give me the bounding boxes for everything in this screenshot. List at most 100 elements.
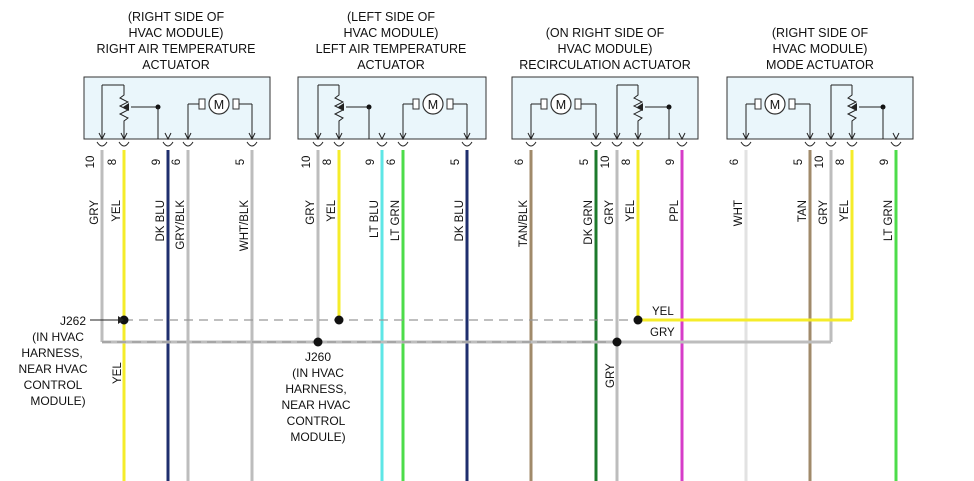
splice-j262-annotation: J262 (IN HVAC HARNESS, NEAR HVAC CONTROL… [18, 314, 124, 408]
a2-potentiometer-wiper-arrow [338, 103, 344, 111]
a3-terminal-arrow-4 [634, 132, 642, 141]
a1-motor: M [198, 93, 240, 115]
actuator-3-title: (ON RIGHT SIDE OF HVAC MODULE) RECIRCULA… [519, 26, 691, 72]
actuator-2-title-line-1: (LEFT SIDE OF [347, 10, 435, 24]
a4-potentiometer [846, 85, 886, 139]
a2-motor-brush-left [412, 98, 420, 110]
wire-label-a1-1: GRY [89, 200, 101, 225]
pin-terminal-a2-4 [397, 141, 409, 147]
a2-potentiometer [333, 85, 372, 139]
a4-terminal-arrow-1 [742, 132, 750, 141]
splice-j260-id: J260 [305, 350, 331, 364]
splice-j260-desc-4: CONTROL [287, 414, 346, 428]
a1-terminal-arrow-5 [248, 132, 256, 141]
pin-terminal-a4-5 [890, 141, 902, 147]
wire-label-a3-1: TAN/BLK [518, 200, 530, 247]
pin-terminal-a4-1 [740, 141, 752, 147]
wire-label-a1-5: WHT/BLK [239, 200, 251, 251]
a3-motor-brush-right [574, 98, 582, 110]
yel-vertical-label-below-j262: YEL [112, 362, 124, 384]
actuator-1-title-line-3: RIGHT AIR TEMPERATURE [96, 42, 255, 56]
splice-j262-id: J262 [60, 314, 86, 328]
actuator-4-title: (RIGHT SIDE OF HVAC MODULE) MODE ACTUATO… [766, 26, 874, 72]
a4-motor-circle [764, 93, 786, 115]
actuator-1-title-line-1: (RIGHT SIDE OF [128, 10, 225, 24]
pin-number-a4-4: 8 [835, 159, 847, 165]
wire-label-a2-3: LT BLU [369, 200, 381, 238]
splice-j262-desc-2: HARNESS, [21, 346, 82, 360]
pin-number-a1-4: 6 [171, 159, 183, 165]
pin-number-a1-1: 10 [85, 156, 97, 169]
pin-terminal-a1-1 [96, 141, 108, 147]
a3-terminal-arrow-2 [592, 132, 600, 141]
a3-terminal-arrow-5 [678, 132, 686, 141]
a3-terminal-arrow-1 [527, 132, 535, 141]
splice-j260-desc-3: NEAR HVAC [281, 398, 350, 412]
a3-potentiometer-resistor [632, 85, 644, 139]
pin-terminal-a3-1 [525, 141, 537, 147]
splice-yel-dot-a2 [334, 315, 344, 325]
pin-terminal-a2-5 [461, 141, 473, 147]
a2-terminal-arrow-2 [335, 132, 343, 141]
a1-terminal-arrow-3 [164, 132, 172, 141]
pin-terminal-a1-4 [182, 141, 194, 147]
pin-number-a4-5: 9 [879, 159, 891, 165]
a4-terminal-arrow-5 [892, 132, 900, 141]
wire-label-a3-4: YEL [625, 199, 637, 221]
wire-label-a3-3: GRY [604, 200, 616, 225]
wire-label-a4-5: LT GRN [883, 200, 895, 241]
wire-label-a4-3: GRY [818, 200, 830, 225]
a3-motor-label: M [556, 98, 566, 112]
splice-yel-dot-a3 [633, 315, 643, 325]
splice-j262-desc-4: CONTROL [24, 378, 83, 392]
pin-terminal-a1-5 [246, 141, 258, 147]
wire-layer [100, 150, 898, 481]
a3-terminal-arrow-3 [613, 132, 621, 141]
a3-motor-circle [550, 93, 572, 115]
gry-bus-label: GRY [650, 327, 675, 339]
actuator-2-title-line-2: HVAC MODULE) [344, 26, 439, 40]
a1-motor-label: M [214, 98, 224, 112]
pin-number-a3-2: 5 [579, 159, 591, 165]
splice-j260-desc-5: MODULE) [290, 430, 345, 444]
splice-j262-desc-1: (IN HVAC [32, 330, 84, 344]
pin-number-a2-1: 10 [301, 156, 313, 169]
actuator-1-title-line-2: HVAC MODULE) [129, 26, 224, 40]
pin-terminal-a4-3 [825, 141, 837, 147]
pin-number-a3-4: 8 [621, 159, 633, 165]
pin-number-a3-3: 10 [600, 156, 612, 169]
actuator-2-title-line-3: LEFT AIR TEMPERATURE [316, 42, 467, 56]
a4-motor-label: M [770, 98, 780, 112]
a1-potentiometer-wiper-arrow [123, 103, 129, 111]
pin-number-a3-5: 9 [665, 159, 677, 165]
a3-potentiometer [632, 85, 672, 139]
yel-bus-label: YEL [652, 306, 674, 318]
wire-label-a2-4: LT GRN [390, 200, 402, 241]
wire-label-a2-2: YEL [326, 199, 338, 221]
a2-terminal-arrow-5 [463, 132, 471, 141]
gry-vertical-label-below-splice: GRY [605, 363, 617, 388]
pin-terminal-a3-2 [590, 141, 602, 147]
splice-j260-dot [313, 337, 323, 347]
splice-j262-desc-3: NEAR HVAC [18, 362, 87, 376]
actuator-1-title-line-4: ACTUATOR [142, 58, 210, 72]
a4-terminal-arrow-2 [806, 132, 814, 141]
wire-label-a1-4: GRY/BLK [175, 200, 187, 250]
a2-potentiometer-resistor [333, 85, 345, 139]
pin-number-a2-3: 9 [365, 159, 377, 165]
wire-label-a3-5: PPL [669, 199, 681, 221]
a1-terminal-arrow-1 [98, 132, 106, 141]
pin-terminal-a4-4 [846, 141, 858, 147]
actuator-1-title: (RIGHT SIDE OF HVAC MODULE) RIGHT AIR TE… [96, 10, 255, 72]
pin-terminal-a1-3 [162, 141, 174, 147]
actuator-3-title-line-3: RECIRCULATION ACTUATOR [519, 58, 691, 72]
pin-number-a4-1: 6 [729, 159, 741, 165]
splice-j260-desc-2: HARNESS, [285, 382, 346, 396]
splice-j260-annotation: J260 (IN HVAC HARNESS, NEAR HVAC CONTROL… [281, 350, 350, 444]
pin-terminal-a4-2 [804, 141, 816, 147]
